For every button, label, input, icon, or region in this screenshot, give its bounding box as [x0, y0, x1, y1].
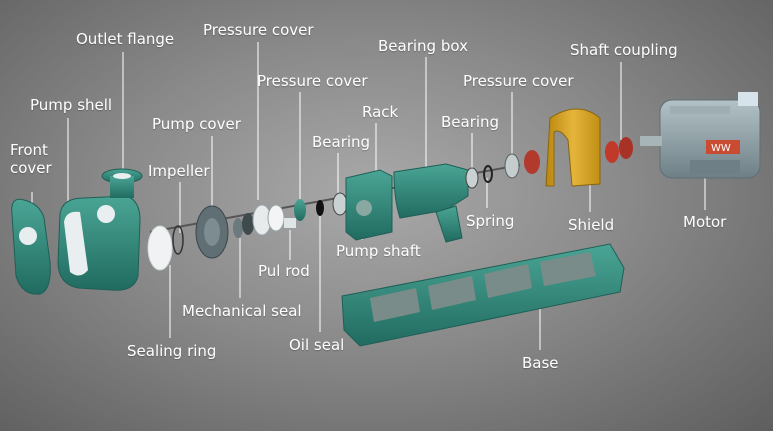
motor-badge: WW — [711, 143, 731, 154]
label-pressure-cover-2: Pressure cover — [257, 72, 368, 90]
label-pump-cover: Pump cover — [152, 115, 241, 133]
sealing-ring-part — [147, 225, 173, 271]
impeller-part — [172, 225, 184, 255]
coupling-left-part — [524, 150, 540, 174]
pump-shell-part — [57, 195, 141, 291]
label-oil-seal: Oil seal — [289, 336, 345, 354]
label-motor: Motor — [683, 213, 727, 231]
spring-part — [483, 165, 493, 183]
oil-seal-part — [316, 200, 324, 216]
bearing-2-part — [465, 167, 479, 189]
pul-rod-part — [284, 218, 296, 228]
label-bearing-box: Bearing box — [378, 37, 468, 55]
bearing-1-part — [332, 192, 348, 216]
label-rack: Rack — [362, 103, 399, 121]
label-shield: Shield — [568, 216, 615, 234]
pressure-cover-3-part — [504, 153, 520, 179]
pressure-cover-2-part — [294, 199, 306, 221]
label-mechanical-seal: Mechanical seal — [182, 302, 302, 320]
label-base: Base — [522, 354, 559, 372]
label-outlet-flange: Outlet flange — [76, 30, 175, 48]
label-pressure-cover-1: Pressure cover — [203, 21, 314, 39]
label-sealing-ring: Sealing ring — [127, 342, 217, 360]
mechanical-seal-part — [233, 213, 254, 238]
label-front-cover-line2: cover — [10, 159, 52, 177]
shield-part — [545, 108, 601, 187]
label-pressure-cover-3: Pressure cover — [463, 72, 574, 90]
label-front-cover-line1: Front — [10, 141, 48, 159]
label-impeller: Impeller — [148, 162, 210, 180]
label-pul-rod: Pul rod — [258, 262, 310, 280]
label-shaft-coupling: Shaft coupling — [570, 41, 678, 59]
label-bearing-1: Bearing — [312, 133, 371, 151]
shaft-coupling-part — [605, 137, 633, 163]
bearing-box-part — [393, 163, 469, 243]
outlet-flange-part — [101, 168, 143, 198]
rack-part — [345, 169, 393, 241]
pressure-cover-1-part — [252, 204, 285, 236]
base-part — [341, 243, 625, 347]
front-cover-part — [11, 198, 51, 295]
label-pump-shell: Pump shell — [30, 96, 113, 114]
motor-part: WW — [640, 92, 761, 179]
label-pump-shaft: Pump shaft — [336, 242, 421, 260]
pump-cover-part — [195, 205, 229, 259]
label-spring: Spring — [466, 212, 515, 230]
label-bearing-2: Bearing — [441, 113, 500, 131]
